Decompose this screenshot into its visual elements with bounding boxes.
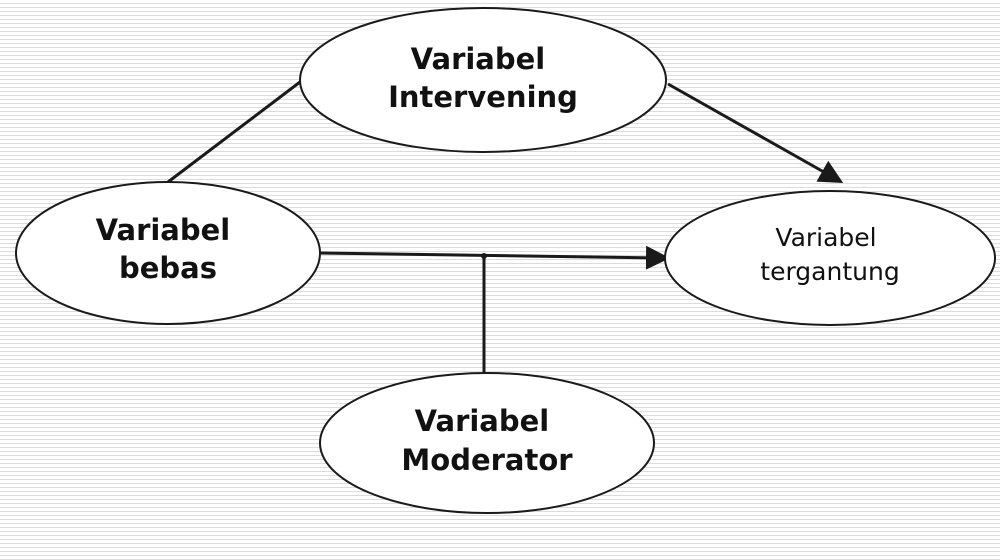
node-variabel-bebas: Variabel bebas bbox=[15, 181, 321, 325]
node-bebas-label: Variabel bebas bbox=[96, 213, 241, 285]
edge-bebas-to-tergantung bbox=[317, 245, 670, 270]
node-variabel-moderator: Variabel Moderator bbox=[319, 372, 655, 514]
junction-dot bbox=[481, 253, 487, 259]
node-bebas-line-1: Variabel bbox=[96, 213, 231, 247]
node-tergantung-line-1: Variabel bbox=[775, 223, 876, 252]
node-bebas-line-2: bebas bbox=[119, 251, 217, 285]
edge-bebas-to-intervening bbox=[167, 80, 301, 184]
node-intervening-label: Variabel Intervening bbox=[388, 42, 578, 114]
edges bbox=[167, 80, 844, 373]
node-moderator-label: Variabel Moderator bbox=[401, 404, 573, 477]
node-moderator-ellipse bbox=[319, 372, 655, 514]
node-moderator-line-1: Variabel bbox=[415, 404, 550, 438]
node-bebas-ellipse bbox=[15, 181, 321, 325]
node-tergantung-label: Variabel tergantung bbox=[760, 223, 899, 286]
node-intervening-line-2: Intervening bbox=[388, 80, 578, 114]
node-moderator-line-2: Moderator bbox=[401, 443, 573, 477]
node-tergantung-ellipse bbox=[664, 190, 996, 326]
node-tergantung-line-2: tergantung bbox=[760, 257, 899, 286]
node-intervening-line-1: Variabel bbox=[411, 42, 546, 76]
node-intervening-ellipse bbox=[299, 7, 667, 153]
node-variabel-tergantung: Variabel tergantung bbox=[664, 190, 996, 326]
edge-intervening-to-tergantung bbox=[667, 82, 844, 183]
node-variabel-intervening: Variabel Intervening bbox=[299, 7, 667, 153]
